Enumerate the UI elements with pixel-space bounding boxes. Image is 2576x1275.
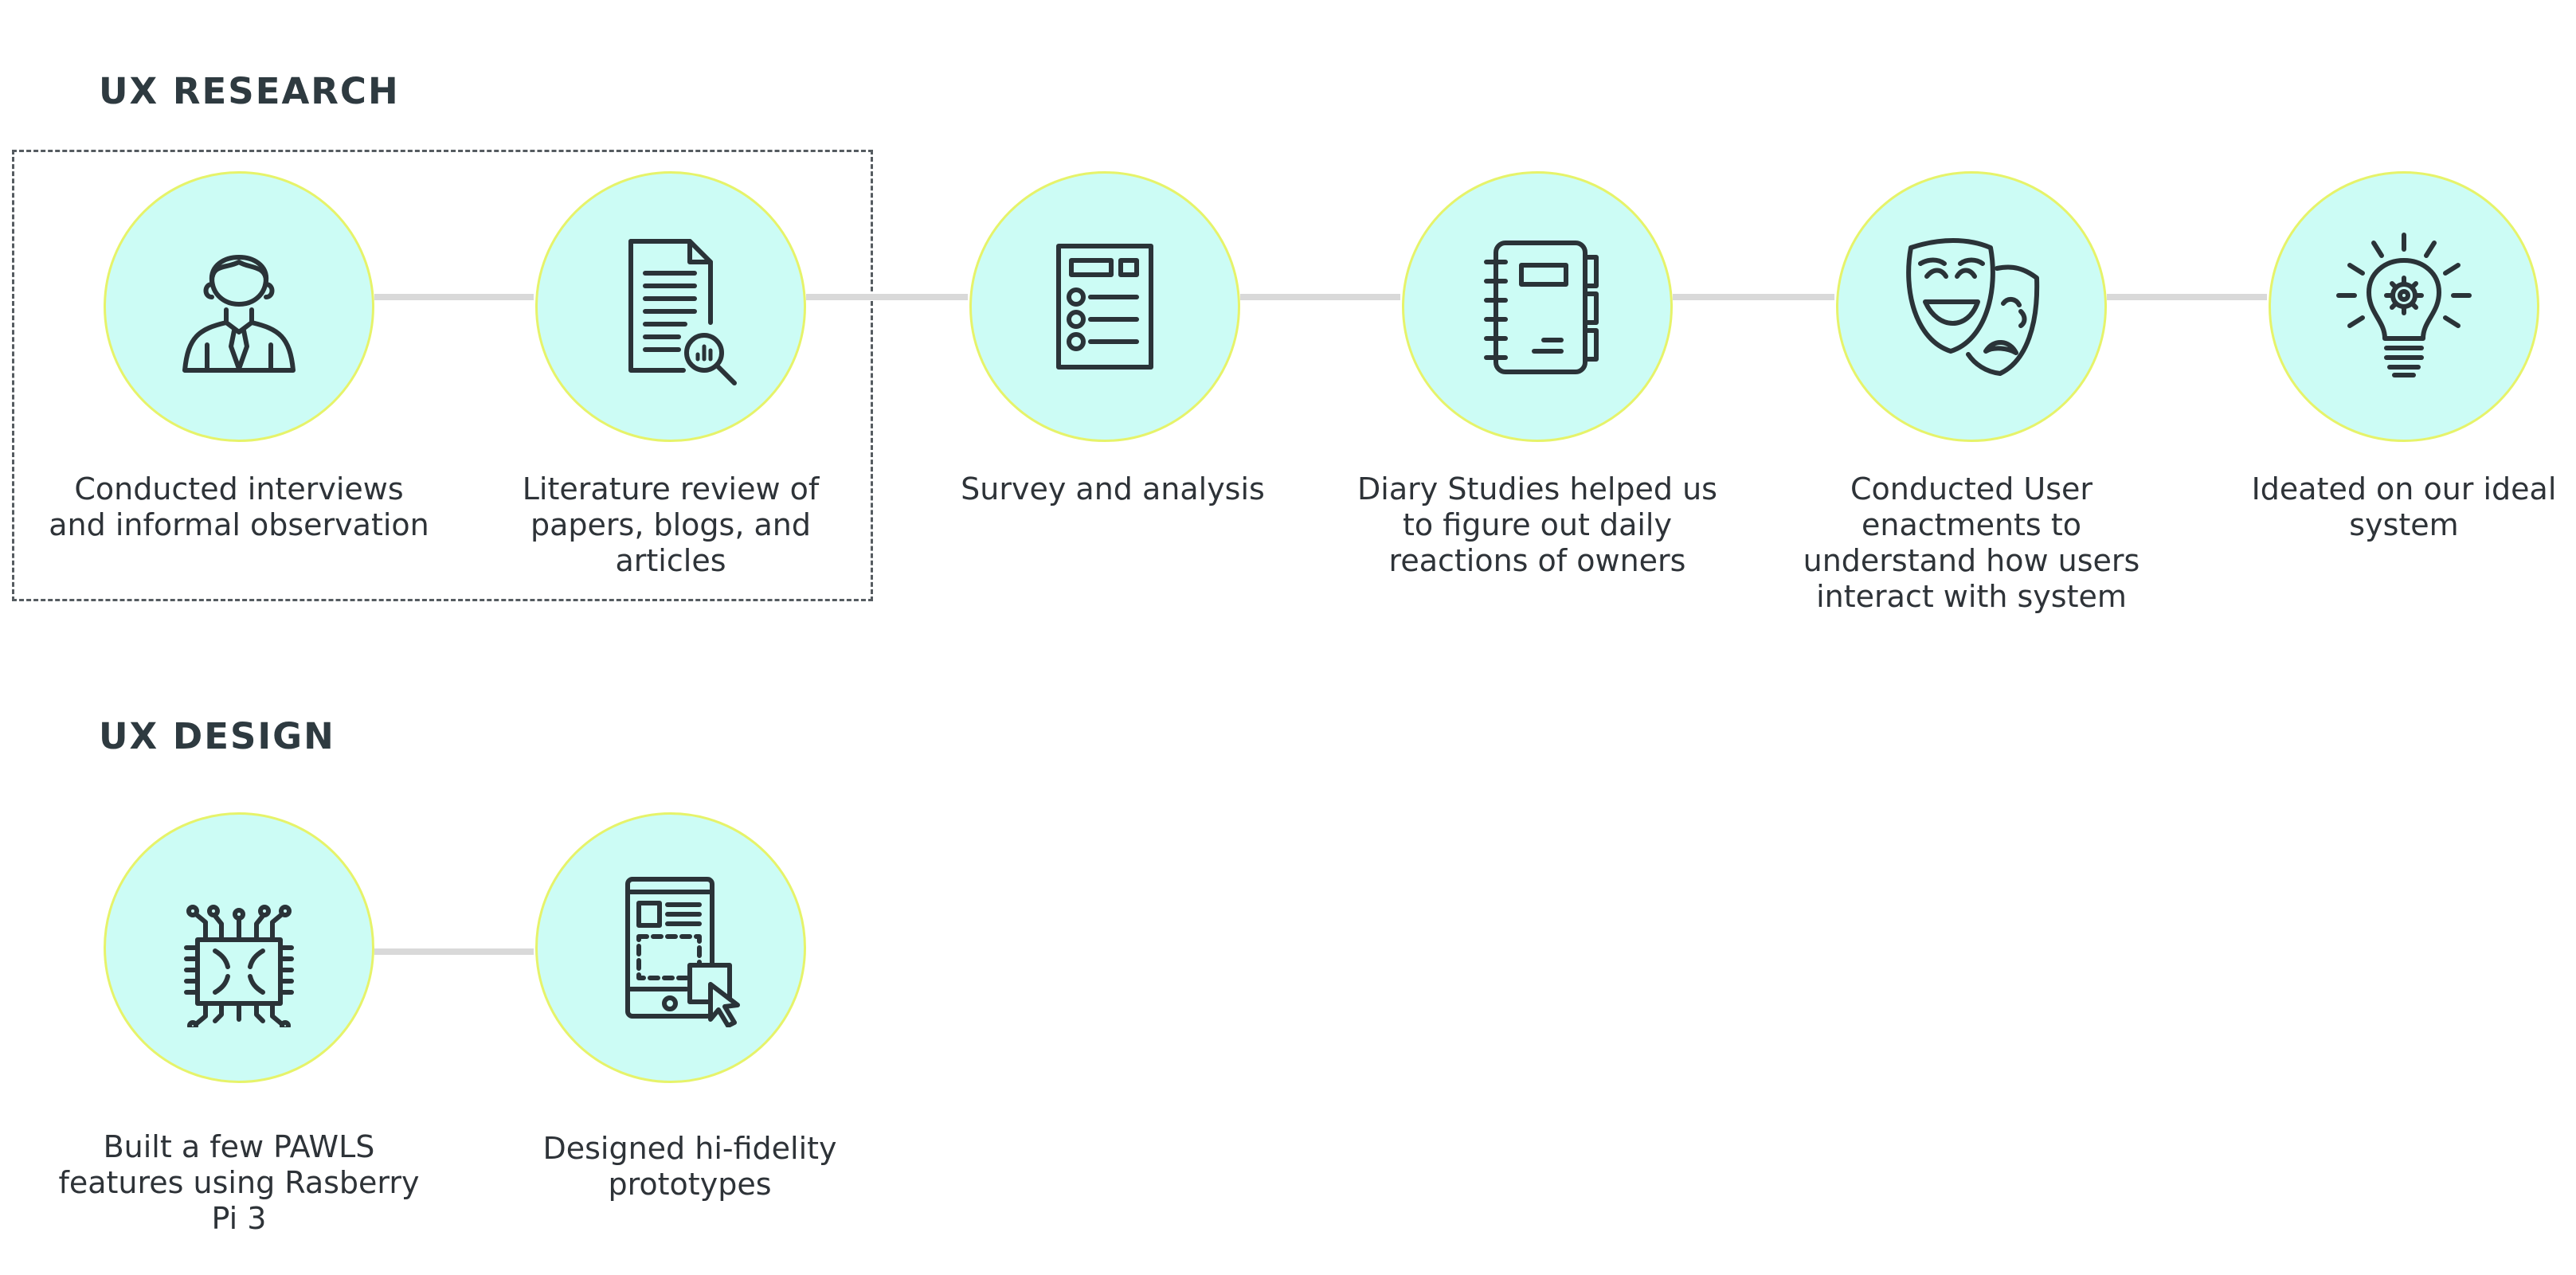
lightbulb-gear-icon: [2336, 233, 2472, 377]
mobile-prototype-icon: [625, 877, 740, 1027]
research-section-title: UX RESEARCH: [99, 70, 400, 112]
design-step-1-label: Built a few PAWLS features using Rasberr…: [58, 1129, 420, 1236]
research-step-3-circle: [969, 171, 1240, 442]
theater-masks-icon: [1906, 238, 2040, 376]
research-highlight-group: [12, 150, 873, 601]
research-connector-2: [806, 294, 968, 300]
research-connector-3: [1240, 294, 1400, 300]
design-step-1-circle: [104, 812, 374, 1083]
research-step-4-label: Diary Studies helped us to figure out da…: [1357, 471, 1717, 578]
diary-notebook-icon: [1484, 241, 1599, 374]
research-connector-5: [2107, 294, 2267, 300]
design-connector-1: [374, 948, 534, 955]
research-step-6-circle: [2269, 171, 2539, 442]
research-step-5-circle: [1836, 171, 2107, 442]
design-step-2-circle: [535, 812, 806, 1083]
research-step-6-label: Ideated on our ideal system: [2251, 471, 2557, 542]
research-step-4-circle: [1402, 171, 1673, 442]
research-step-1-circle: [104, 171, 374, 442]
research-connector-4: [1673, 294, 1834, 300]
design-step-2-label: Designed hi-fidelity prototypes: [542, 1131, 837, 1202]
research-step-2-circle: [535, 171, 806, 442]
research-step-2-label: Literature review of papers, blogs, and …: [522, 471, 820, 578]
interviewer-person-icon: [182, 255, 296, 373]
research-step-3-label: Survey and analysis: [961, 471, 1265, 506]
survey-form-icon: [1056, 244, 1153, 370]
document-search-icon: [628, 239, 737, 385]
design-section-title: UX DESIGN: [99, 715, 335, 757]
research-connector-1: [374, 294, 534, 300]
research-step-1-label: Conducted interviews and informal observ…: [49, 471, 429, 542]
circuit-chip-icon: [184, 905, 294, 1027]
research-step-5-label: Conducted User enactments to understand …: [1803, 471, 2140, 614]
